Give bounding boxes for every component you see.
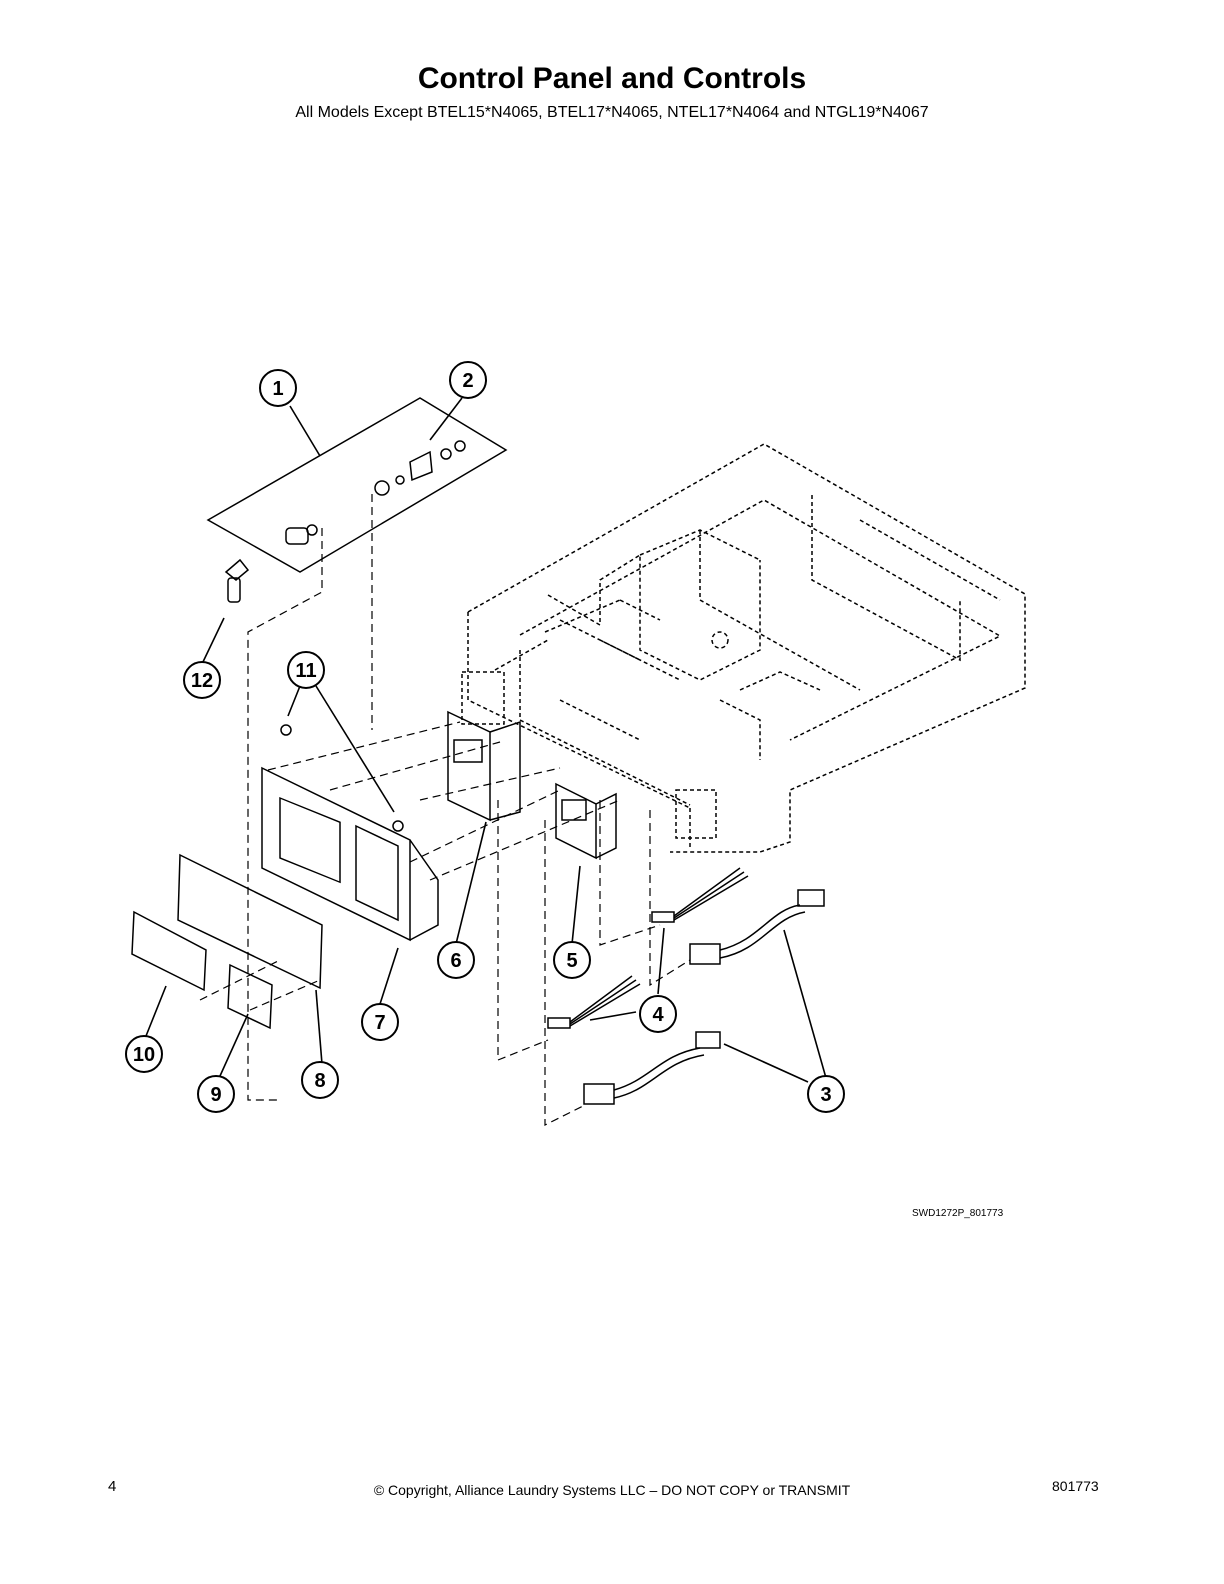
elbow-fitting-part-12 (224, 558, 250, 603)
wire-harness-part-4 (547, 867, 749, 1029)
hardware-kit-outline (206, 397, 508, 573)
document-number: 801773 (1052, 1478, 1099, 1494)
callout-12: 12 (191, 670, 213, 692)
page-number: 4 (108, 1478, 117, 1495)
wire-harness-part-3 (583, 889, 825, 1105)
screw-left (280, 724, 292, 736)
main-control-part-6 (447, 710, 521, 822)
callout-10: 10 (133, 1044, 155, 1066)
drawing-code: SWD1272P_801773 (912, 1208, 1004, 1219)
cabinet-housing (461, 443, 1026, 853)
callouts (125, 361, 845, 1113)
screw-right (392, 820, 404, 832)
callout-8: 8 (314, 1070, 325, 1092)
copyright-notice: © Copyright, Alliance Laundry Systems LL… (373, 1482, 851, 1498)
control-panel-bezel-part-7 (261, 766, 439, 942)
page-subtitle: All Models Except BTEL15*N4065, BTEL17*N… (295, 104, 929, 121)
callout-11: 11 (295, 660, 316, 682)
callout-5: 5 (566, 950, 577, 972)
callout-4: 4 (652, 1004, 664, 1026)
callout-1: 1 (272, 378, 283, 400)
callout-7: 7 (374, 1012, 385, 1034)
callout-6: 6 (450, 950, 461, 972)
page-title: Control Panel and Controls (417, 62, 807, 95)
label-part-10 (131, 910, 207, 992)
callout-2: 2 (462, 370, 473, 392)
callout-3: 3 (820, 1084, 831, 1106)
overlay-part-8 (177, 853, 323, 990)
bracket-part-2 (374, 440, 466, 496)
label-part-9 (227, 963, 273, 1030)
callout-9: 9 (210, 1084, 221, 1106)
secondary-control-part-5 (555, 782, 617, 860)
bulkhead-fitting (285, 524, 318, 545)
